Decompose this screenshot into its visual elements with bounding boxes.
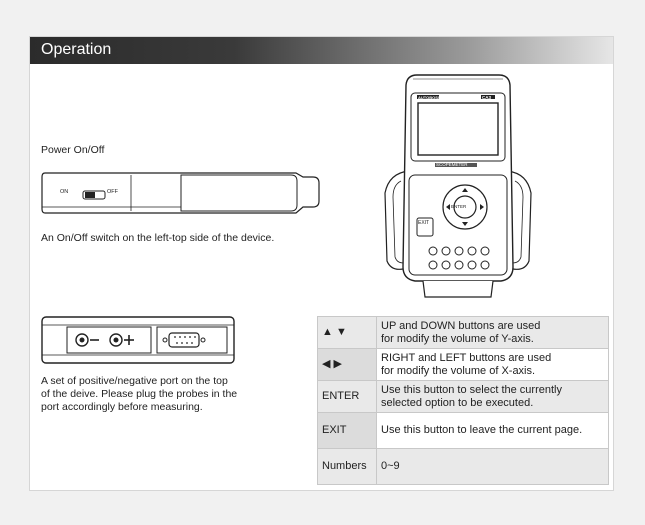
operation-key: ▲ ▼: [317, 316, 377, 349]
ports-caption-line: A set of positive/negative port on the t…: [41, 375, 228, 387]
operation-description-line: RIGHT and LEFT buttons are used: [381, 351, 552, 364]
operation-description-line: for modify the volume of X-axis.: [381, 364, 536, 377]
operation-description-line: Use this button to select the currently: [381, 383, 562, 396]
page-title: Operation: [41, 41, 112, 58]
operation-row: Numbers 0~9: [317, 448, 609, 485]
operation-row: EXIT Use this button to leave the current…: [317, 412, 609, 449]
device-top-ports-illustration: [41, 316, 235, 364]
device-enter-key-label: ENTER: [451, 204, 467, 209]
device-exit-key-label: EXIT: [418, 220, 430, 226]
device-brand: AUTOBOSS: [418, 95, 441, 100]
power-caption: An On/Off switch on the left-top side of…: [41, 232, 275, 244]
operation-key: ENTER: [317, 380, 377, 413]
operation-description-line: selected option to be executed.: [381, 396, 534, 409]
device-front-illustration: [384, 74, 532, 298]
operation-description-line: 0~9: [381, 460, 400, 472]
device-side-illustration: [41, 172, 320, 214]
operation-key: ◀ ▶: [317, 348, 377, 381]
operation-description-line: for modify the volume of Y-axis.: [381, 332, 534, 345]
device-model: CA3: [482, 95, 492, 100]
operation-key: Numbers: [317, 448, 377, 485]
switch-off-label: OFF: [107, 189, 118, 195]
ports-caption-line: of the deive. Please plug the probes in …: [41, 388, 238, 400]
ports-caption-line: port accordingly before measuring.: [41, 401, 203, 413]
ports-caption: A set of positive/negative port on the t…: [41, 375, 237, 414]
device-screen-label: SCOPEMETER: [436, 162, 468, 167]
operation-description: Use this button to leave the current pag…: [376, 412, 609, 449]
operation-description-line: Use this button to leave the current pag…: [381, 424, 583, 436]
operation-description: 0~9: [376, 448, 609, 485]
switch-on-label: ON: [60, 189, 69, 195]
operation-key: EXIT: [317, 412, 377, 449]
section-header: Operation: [30, 37, 613, 64]
operation-page: Operation Power On/Off ON OFF An On/Off …: [29, 36, 614, 491]
operation-description-line: UP and DOWN buttons are used: [381, 319, 541, 332]
power-heading: Power On/Off: [41, 144, 105, 156]
